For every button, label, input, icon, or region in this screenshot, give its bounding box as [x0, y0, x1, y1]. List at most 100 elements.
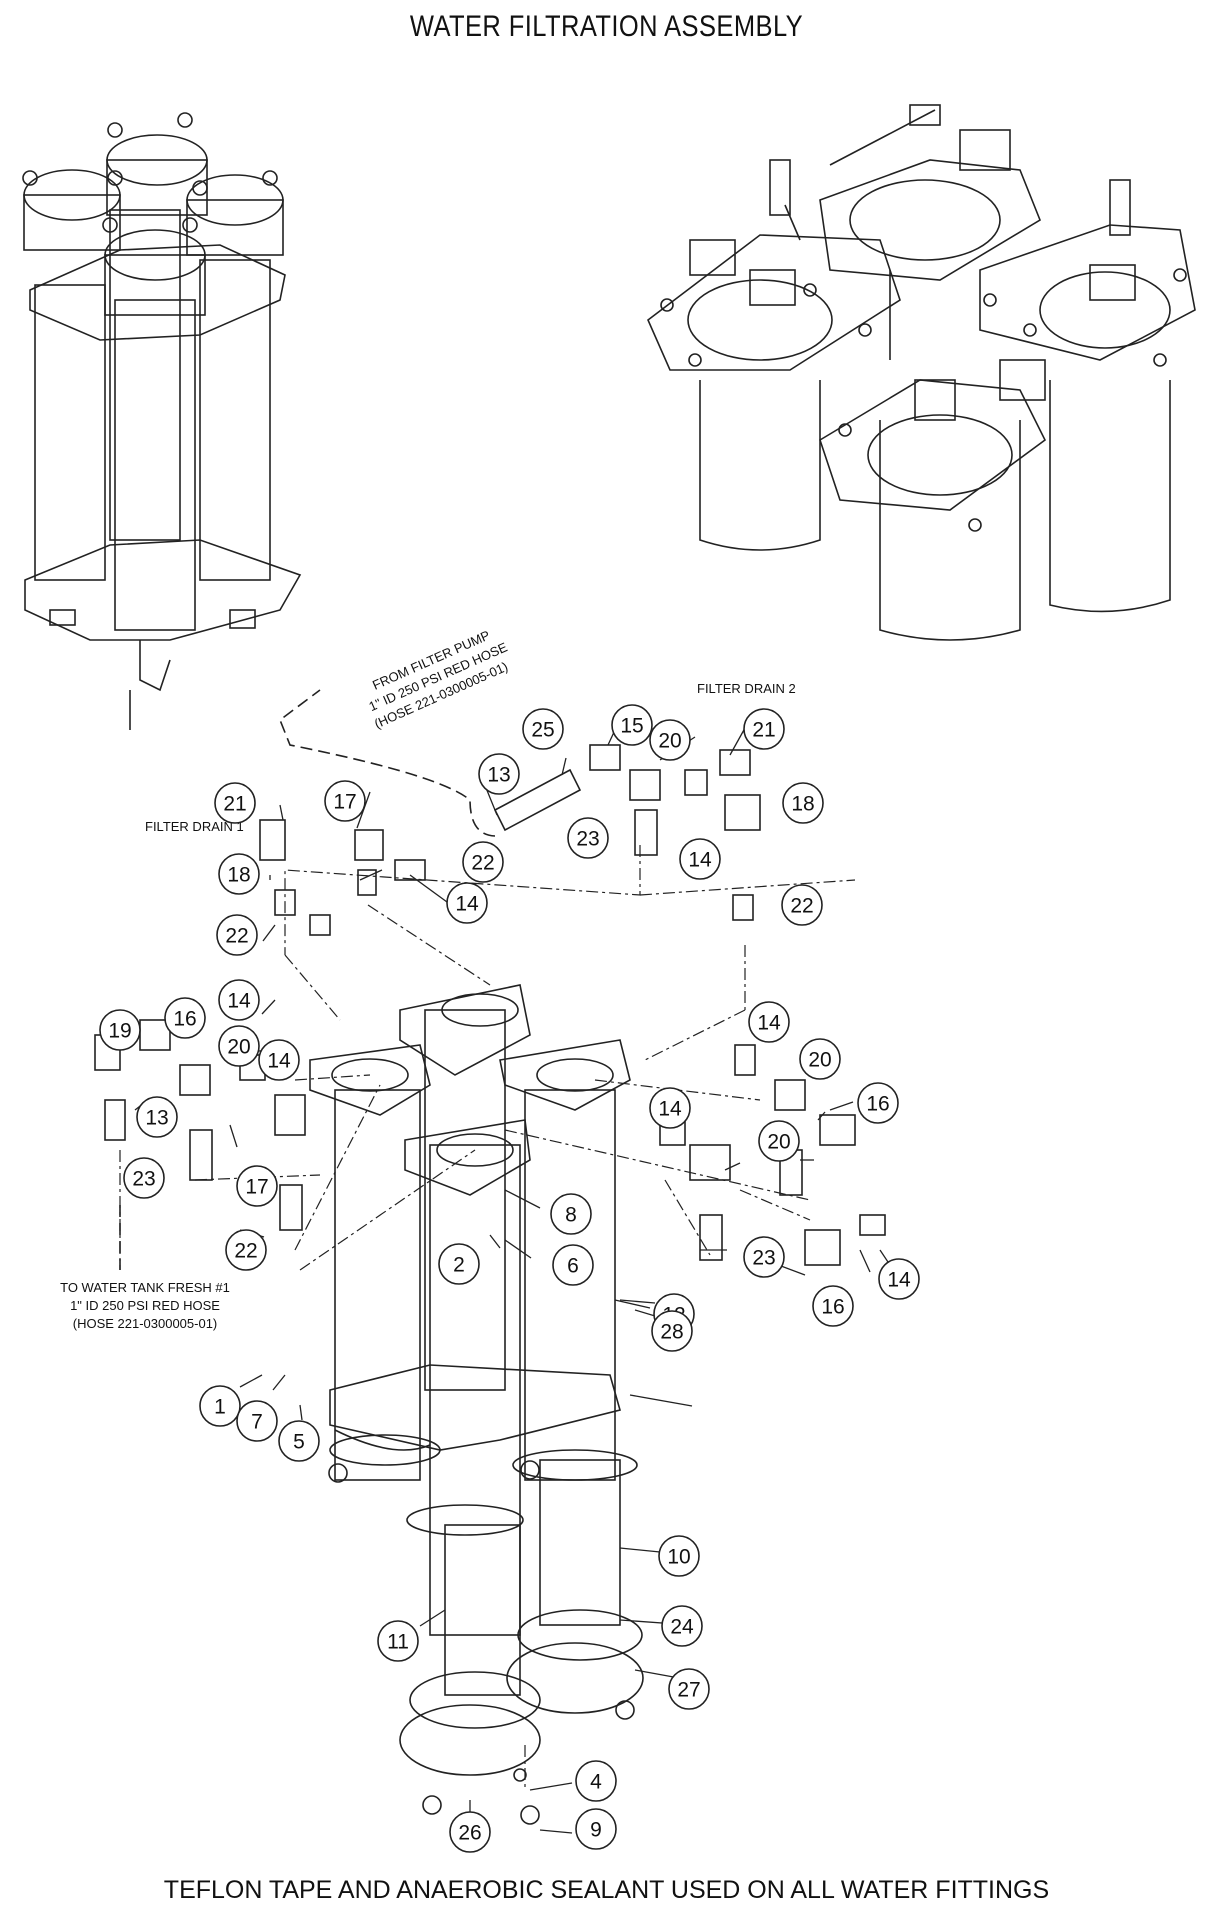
callout-number: 14 [658, 1098, 682, 1121]
callout-number: 16 [173, 1008, 196, 1031]
callout-balloon-23: 23 [567, 817, 609, 859]
callout-circle [199, 1385, 241, 1427]
filter-drain-2-label: FILTER DRAIN 2 [697, 681, 796, 696]
callout-number: 22 [225, 925, 248, 948]
filter-drain-1-label: FILTER DRAIN 1 [145, 819, 244, 834]
assembled-view-upper-right [647, 104, 1196, 641]
callout-balloon-14: 14 [679, 838, 721, 880]
callout-number: 16 [866, 1093, 889, 1116]
drawing-title: WATER FILTRATION ASSEMBLY [409, 10, 804, 43]
callout-balloon-15: 15 [611, 704, 653, 746]
callout-balloon-4: 4 [575, 1760, 617, 1802]
callout-circle [758, 1120, 800, 1162]
callout-balloon-10: 10 [658, 1535, 700, 1577]
callout-circle [236, 1400, 278, 1442]
callout-circle [438, 1243, 480, 1285]
callout-number: 13 [487, 764, 510, 787]
callout-circle [611, 704, 653, 746]
callout-balloon-13: 13 [478, 753, 520, 795]
callout-number: 19 [108, 1020, 131, 1043]
callout-number: 28 [660, 1321, 683, 1344]
assembled-view-upper-left [22, 112, 302, 730]
callout-circle [218, 979, 260, 1021]
callout-balloon-22: 22 [781, 884, 823, 926]
callout-number: 25 [531, 719, 554, 742]
callout-circle [324, 780, 366, 822]
callout-balloon-20: 20 [218, 1025, 260, 1067]
callout-number: 24 [670, 1616, 694, 1639]
callout-circle [99, 1009, 141, 1051]
to-water-tank-note: TO WATER TANK FRESH #1 1" ID 250 PSI RED… [60, 1280, 230, 1331]
callout-balloon-22: 22 [225, 1229, 267, 1271]
callout-circle [552, 1244, 594, 1286]
callout-number: 15 [620, 715, 643, 738]
callout-number: 20 [767, 1131, 790, 1154]
callout-balloon-14: 14 [446, 882, 488, 924]
callout-circle [236, 1165, 278, 1207]
callout-balloon-27: 27 [668, 1668, 710, 1710]
callout-balloon-2: 2 [438, 1243, 480, 1285]
callout-balloon-23: 23 [743, 1236, 785, 1278]
callout-balloon-22: 22 [216, 914, 258, 956]
callout-balloon-17: 17 [236, 1165, 278, 1207]
callout-circle [123, 1157, 165, 1199]
callout-balloon-20: 20 [799, 1038, 841, 1080]
callout-balloon-14: 14 [878, 1258, 920, 1300]
callout-balloon-16: 16 [812, 1285, 854, 1327]
callout-number: 14 [688, 849, 712, 872]
callout-circle [377, 1620, 419, 1662]
to-water-tank-line-2: 1" ID 250 PSI RED HOSE [70, 1298, 220, 1313]
callout-number: 5 [293, 1431, 305, 1454]
callout-circle [743, 708, 785, 750]
callout-balloon-11: 11 [377, 1620, 419, 1662]
callout-circle [164, 997, 206, 1039]
callout-balloon-9: 9 [575, 1808, 617, 1850]
callout-number: 22 [234, 1240, 257, 1263]
callout-circle [449, 1811, 491, 1853]
callout-number: 14 [227, 990, 251, 1013]
callout-number: 23 [752, 1247, 775, 1270]
callout-number: 21 [223, 793, 246, 816]
callout-number: 18 [791, 793, 814, 816]
callout-circle [218, 853, 260, 895]
callout-circle [550, 1193, 592, 1235]
callout-circle [446, 882, 488, 924]
callout-number: 13 [145, 1107, 168, 1130]
callout-number: 8 [565, 1204, 577, 1227]
callout-number: 21 [752, 719, 775, 742]
item-callouts: 1245678910111213131414141414141415161616… [99, 704, 920, 1853]
callout-number: 14 [887, 1269, 911, 1292]
callout-circle [748, 1001, 790, 1043]
callout-circle [649, 719, 691, 761]
callout-circle [668, 1668, 710, 1710]
callout-number: 17 [245, 1176, 268, 1199]
callout-number: 10 [667, 1546, 690, 1569]
to-water-tank-line-3: (HOSE 221-0300005-01) [73, 1316, 218, 1331]
callout-number: 7 [251, 1411, 263, 1434]
exploded-view [94, 689, 886, 1825]
callout-circle [661, 1605, 703, 1647]
callout-circle [225, 1229, 267, 1271]
callout-number: 18 [227, 864, 250, 887]
callout-circle [478, 753, 520, 795]
callout-circle [679, 838, 721, 880]
callout-balloon-14: 14 [258, 1039, 300, 1081]
callout-number: 6 [567, 1255, 579, 1278]
callout-balloon-7: 7 [236, 1400, 278, 1442]
callout-circle [575, 1760, 617, 1802]
callout-balloon-21: 21 [743, 708, 785, 750]
callout-balloon-21: 21 [214, 782, 256, 824]
callout-number: 23 [132, 1168, 155, 1191]
callout-balloon-18: 18 [218, 853, 260, 895]
callout-circle [649, 1087, 691, 1129]
callout-number: 20 [227, 1036, 250, 1059]
callout-circle [214, 782, 256, 824]
callout-number: 14 [757, 1012, 781, 1035]
callout-balloon-22: 22 [462, 841, 504, 883]
callout-circle [136, 1096, 178, 1138]
callout-balloon-8: 8 [550, 1193, 592, 1235]
callout-number: 17 [333, 791, 356, 814]
callout-number: 2 [453, 1254, 465, 1277]
callout-number: 27 [677, 1679, 700, 1702]
to-water-tank-line-1: TO WATER TANK FRESH #1 [60, 1280, 230, 1295]
